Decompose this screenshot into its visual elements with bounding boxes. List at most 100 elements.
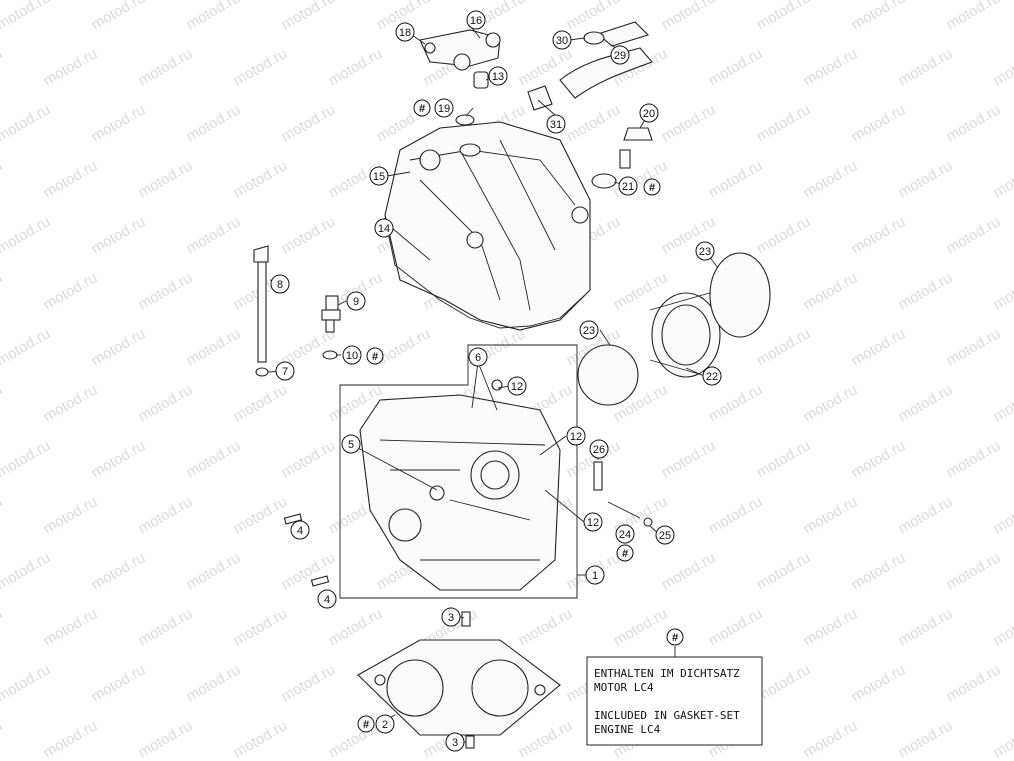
oring-part-10 [322, 350, 338, 360]
callout-number: 18 [399, 27, 411, 39]
watermark-text: motod.ru [564, 101, 624, 145]
watermark-text: motod.ru [754, 325, 814, 369]
watermark-text: motod.ru [0, 157, 5, 201]
watermark-text: motod.ru [801, 45, 861, 89]
callout-c21: 21 [618, 176, 638, 196]
watermark-text: motod.ru [279, 661, 339, 705]
callout-circle [466, 10, 486, 30]
callout-c7: 7 [275, 361, 295, 381]
hash-marker: # [616, 544, 634, 562]
watermark-text: motod.ru [944, 661, 1004, 705]
legend-line-3: INCLUDED IN GASKET-SET [594, 709, 740, 722]
callout-circle [618, 176, 638, 196]
callout-number: 3 [448, 612, 454, 624]
watermark-text: motod.ru [849, 549, 909, 593]
legend-box: ENTHALTEN IM DICHTSATZ MOTOR LC4 INCLUDE… [586, 656, 763, 746]
watermark-text: motod.ru [706, 157, 766, 201]
dowel-part-4a [283, 513, 303, 525]
callout-number: 29 [614, 50, 626, 62]
callout-number: 8 [277, 279, 283, 291]
watermark-text: motod.ru [41, 157, 101, 201]
watermark-text: motod.ru [516, 605, 576, 649]
watermark-text: motod.ru [89, 325, 149, 369]
watermark-text: motod.ru [0, 717, 5, 761]
callout-c16: 16 [466, 10, 486, 30]
watermark-text: motod.ru [659, 0, 719, 33]
watermark-text: motod.ru [849, 213, 909, 257]
watermark-text: motod.ru [136, 493, 196, 537]
watermark-text: motod.ru [896, 493, 956, 537]
watermark-text: motod.ru [991, 381, 1014, 425]
watermark-text: motod.ru [231, 45, 291, 89]
callout-c9: 9 [346, 291, 366, 311]
watermark-text: motod.ru [944, 437, 1004, 481]
hash-marker: # [357, 715, 375, 733]
callout-circle [434, 98, 454, 118]
watermark-text: motod.ru [991, 45, 1014, 89]
watermark-text: motod.ru [0, 325, 53, 369]
watermark-text: motod.ru [184, 0, 244, 33]
hash-marker-circle [616, 544, 634, 562]
nut-part-20 [623, 127, 653, 141]
callout-c12b: 12 [566, 426, 586, 446]
hash-marker-symbol: # [372, 351, 378, 363]
watermark-text: motod.ru [991, 269, 1014, 313]
hash-markers-layer: ###### [357, 99, 684, 733]
watermark-text: motod.ru [944, 549, 1004, 593]
callout-circle [374, 218, 394, 238]
callout-c4a: 4 [290, 520, 310, 540]
watermark-text: motod.ru [184, 101, 244, 145]
hash-marker: # [366, 347, 384, 365]
watermark-text: motod.ru [706, 493, 766, 537]
callout-c30: 30 [552, 30, 572, 50]
bolt-part-24 [607, 501, 641, 519]
legend-line-2: MOTOR LC4 [594, 681, 654, 694]
parts-drawing [253, 21, 771, 749]
callout-c24: 24 [615, 524, 635, 544]
callout-number: 4 [324, 594, 330, 606]
cylinder-head-part [359, 379, 561, 591]
callout-number: 21 [622, 181, 634, 193]
watermark-text: motod.ru [0, 493, 5, 537]
watermark-text: motod.ru [944, 213, 1004, 257]
callout-number: 23 [583, 325, 595, 337]
callout-number: 15 [373, 171, 385, 183]
watermark-text: motod.ru [279, 437, 339, 481]
watermark-text: motod.ru [279, 213, 339, 257]
watermark-text: motod.ru [136, 717, 196, 761]
callout-circle [488, 66, 508, 86]
callout-circle [468, 347, 488, 367]
watermark-text: motod.ru [801, 157, 861, 201]
watermark-text: motod.ru [0, 213, 53, 257]
seal-part-21 [591, 173, 617, 189]
hash-marker-circle [666, 628, 684, 646]
watermark-text: motod.ru [184, 661, 244, 705]
callout-number: 13 [492, 71, 504, 83]
watermark-text: motod.ru [0, 0, 53, 33]
callout-c20: 20 [639, 103, 659, 123]
callout-number: 4 [297, 525, 303, 537]
callout-circle [639, 103, 659, 123]
watermark-text: motod.ru [184, 325, 244, 369]
callout-number: 6 [475, 352, 481, 364]
watermark-text: motod.ru [0, 605, 5, 649]
watermark-text: motod.ru [801, 493, 861, 537]
callout-circle [589, 439, 609, 459]
callout-c5: 5 [341, 434, 361, 454]
oring-part-19 [455, 114, 475, 126]
callout-number: 1 [592, 570, 598, 582]
watermark-text: motod.ru [184, 213, 244, 257]
callout-number: 26 [593, 444, 605, 456]
watermark-text: motod.ru [801, 717, 861, 761]
callout-number: 5 [348, 439, 354, 451]
callout-c10: 10 [342, 345, 362, 365]
watermark-text: motod.ru [41, 269, 101, 313]
callout-number: 22 [706, 371, 718, 383]
head-gasket-part-2 [357, 639, 561, 736]
watermark-text: motod.ru [754, 437, 814, 481]
callout-circle [655, 525, 675, 545]
nut-part-25 [643, 517, 653, 527]
callout-circle [317, 589, 337, 609]
watermark-text: motod.ru [184, 549, 244, 593]
callout-circle [445, 732, 465, 752]
